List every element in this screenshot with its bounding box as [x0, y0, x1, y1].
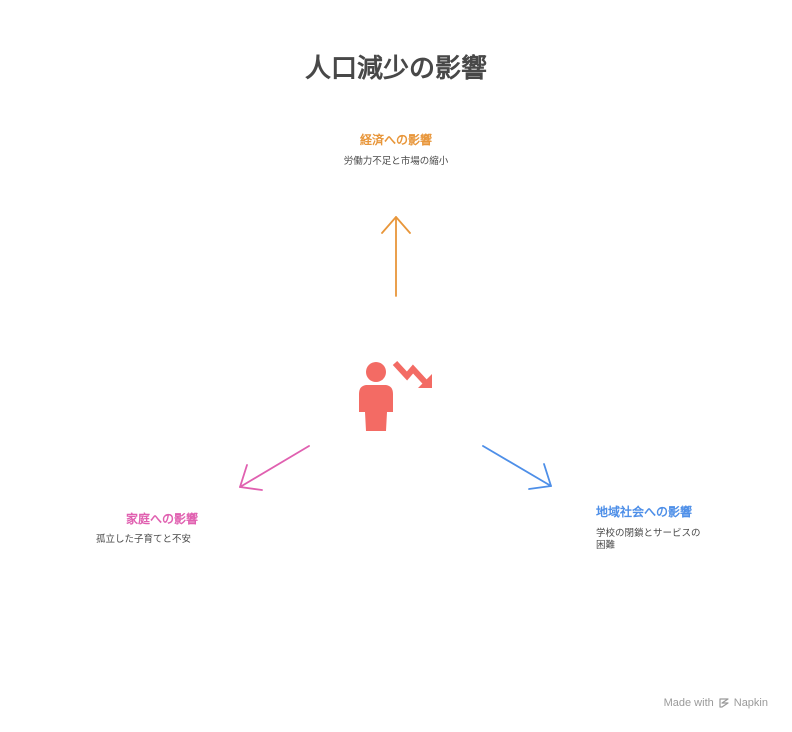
family-impact-heading: 家庭への影響: [126, 512, 199, 526]
arrow-to-economy: [381, 216, 411, 297]
page-title: 人口減少の影響: [304, 54, 487, 84]
community-impact-description: 学校の閉鎖とサービスの困難: [596, 528, 701, 551]
person-decline-icon: [359, 360, 432, 431]
napkin-logo-icon: [719, 698, 729, 708]
watermark-text: Made with: [663, 697, 714, 709]
economy-impact-heading: 経済への影響: [359, 133, 432, 147]
watermark-brand: Napkin: [733, 697, 768, 709]
community-impact-heading: 地域社会への影響: [596, 505, 693, 519]
arrow-to-community: [482, 445, 552, 490]
arrow-to-family: [239, 445, 310, 491]
family-impact-description: 孤立した子育てと不安: [96, 534, 192, 545]
economy-impact-description: 労働力不足と市場の縮小: [343, 156, 449, 167]
napkin-watermark[interactable]: Made with Napkin: [664, 697, 768, 709]
